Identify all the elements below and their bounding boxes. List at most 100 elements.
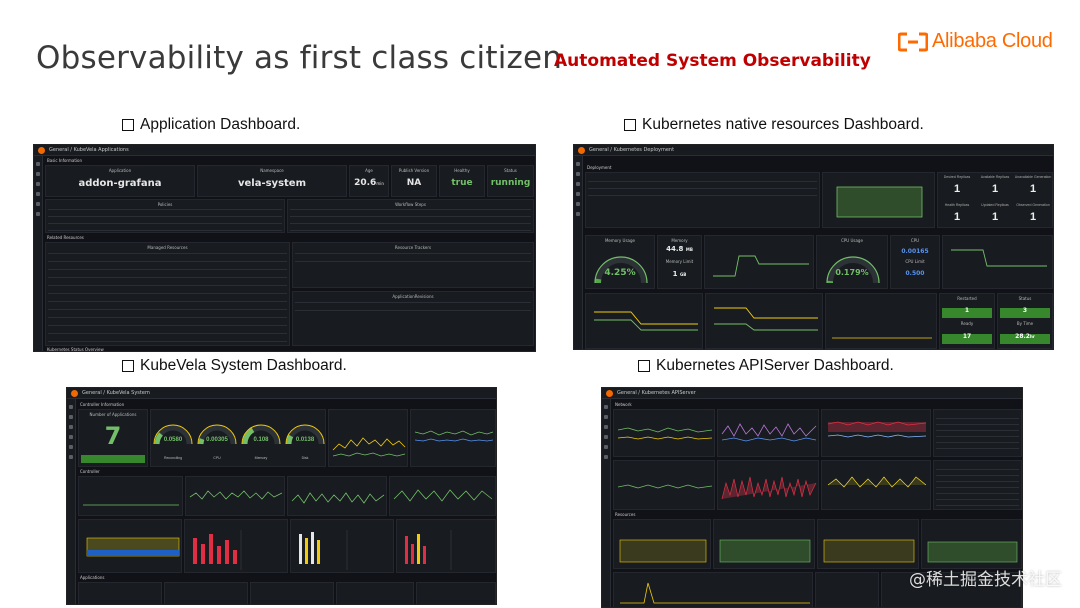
kubevela-dashboard-screenshot: General / KubeVela System Controller Inf…	[66, 387, 497, 605]
workqueue-depth-chart	[393, 489, 493, 502]
section-status-overview: Kubernetes Status Overview	[47, 347, 104, 352]
stat-label: Namespace	[260, 168, 284, 173]
dashboard-topbar: General / KubeVela System	[67, 388, 496, 399]
stat-value: 1	[964, 307, 970, 314]
apiserver-requests-panel	[821, 409, 931, 457]
dashboard-topbar: General / Kubernetes APIServer	[602, 388, 1022, 399]
bottom-panel-3	[881, 572, 1022, 607]
stat-label: Application	[108, 168, 132, 173]
replicas-chart	[836, 186, 923, 218]
deployment-info-table	[585, 172, 820, 228]
stat-value: 17	[962, 333, 972, 340]
breadcrumb: General / Kubernetes APIServer	[617, 390, 696, 396]
cpu-chart	[619, 539, 707, 563]
memory-usage-panel	[410, 409, 496, 467]
cpu-panel	[613, 519, 711, 569]
stat-panel-namespace: Namespace vela-system	[197, 165, 347, 197]
controller-queue-panel	[78, 476, 183, 516]
checkbox-icon	[122, 360, 134, 372]
apiserver-qps-panel	[613, 409, 715, 457]
gc-chart	[927, 541, 1018, 563]
checkbox-icon	[624, 119, 636, 131]
cpu-chart	[951, 249, 1047, 267]
caption-kubevela-dashboard: KubeVela System Dashboard.	[122, 357, 347, 375]
grafana-logo-icon	[578, 146, 585, 154]
breadcrumb: General / KubeVela Applications	[49, 147, 129, 153]
cpu-usage-panel	[328, 409, 408, 467]
qps-chart	[617, 427, 713, 440]
reconcile-latency-chart	[291, 492, 385, 504]
kubernetes-dashboard-screenshot: General / Kubernetes Deployment Deployme…	[573, 144, 1054, 350]
network-bytes-panel	[705, 293, 823, 349]
cpu-usage-chart	[332, 437, 406, 457]
stat-value: addon-grafana	[78, 178, 162, 189]
caption-app-dashboard: Application Dashboard.	[122, 116, 300, 134]
section-controller: Controller	[80, 469, 100, 474]
caption-label: Application Dashboard.	[140, 116, 301, 133]
goroutines-panel	[817, 519, 919, 569]
logo-text: Alibaba Cloud	[932, 30, 1053, 52]
stat-value: 0.500	[905, 270, 925, 277]
stat-value: 1	[1029, 183, 1037, 195]
section-basic-information: Basic Information	[47, 158, 83, 163]
grafana-logo-icon	[606, 389, 613, 397]
goroutines-chart	[823, 539, 915, 563]
cpu-usage-gauge: CPU Usage 0.179%	[816, 235, 888, 289]
dashboard-topbar: General / KubeVela Applications	[34, 145, 535, 156]
section-resources: Resources	[615, 512, 636, 517]
network-timeseries-panel	[585, 293, 703, 349]
stat-value: 1 GB	[672, 270, 687, 278]
breadcrumb: General / KubeVela System	[82, 390, 150, 396]
bottom-panel-2	[815, 572, 879, 607]
stat-value: running	[490, 178, 531, 188]
workqueue-depth-panel	[389, 476, 496, 516]
section-deployment: Deployment	[587, 165, 612, 170]
table-application-revisions: ApplicationRevisions	[292, 291, 534, 346]
stat-label: Status	[504, 168, 517, 173]
apiserver-latency-panel	[717, 409, 819, 457]
stat-panel-application: Application addon-grafana	[45, 165, 195, 197]
application-dashboard-screenshot: General / KubeVela Applications Basic In…	[33, 144, 536, 352]
replicas-timeseries-panel	[822, 172, 935, 228]
memory-usage-gauge: Memory Usage 4.25%	[585, 235, 655, 289]
grafana-logo-icon	[38, 146, 45, 154]
legend-panel	[933, 409, 1022, 457]
stat-value: 44.8 MB	[666, 245, 693, 253]
slide-title: Observability as first class citizen	[36, 40, 563, 76]
stat-panel-status: Status running	[487, 165, 534, 197]
reconcile-latency-panel	[287, 476, 387, 516]
grafana-logo-icon	[71, 389, 78, 397]
caption-k8s-dashboard: Kubernetes native resources Dashboard.	[624, 116, 924, 134]
stat-label: Healthy	[454, 168, 470, 173]
stat-value: 3	[1022, 307, 1028, 314]
grafana-sidebar	[67, 399, 76, 604]
gauge-value: 0.00305	[206, 437, 228, 443]
controller-gauges-panel: 0.0580 0.00305 0.108 0.0138 Reconciling …	[150, 409, 326, 467]
stat-value: 1	[991, 183, 999, 195]
app-reconcile-panel	[78, 519, 182, 573]
stat-panel-publish-version: Publish Version NA	[391, 165, 437, 197]
apps-panel-5	[416, 582, 496, 604]
table-policies: Policies	[45, 199, 285, 233]
apps-panel-1	[78, 582, 162, 604]
cpu-stat-panel: CPU 0.00165 CPU Limit 0.500	[890, 235, 940, 289]
table-managed-resources: Managed Resources	[45, 242, 290, 346]
appfile-reconcile-panel	[290, 519, 394, 573]
stat-label: Age	[365, 168, 373, 173]
grafana-sidebar	[602, 399, 611, 607]
apiserver-workqueue-panel	[821, 460, 931, 510]
requests-chart	[827, 421, 927, 438]
legend-panel-2	[933, 460, 1022, 510]
apiserver-dashboard-screenshot: General / Kubernetes APIServer Network	[601, 387, 1023, 608]
section-related-resources: Related Resources	[47, 235, 84, 240]
grafana-sidebar	[574, 156, 583, 349]
bottom-chart-1	[620, 582, 810, 604]
memory-timeseries-panel	[704, 235, 814, 289]
table-workflow-steps: Workflow Steps	[287, 199, 534, 233]
memory-stat-panel: Memory 44.8 MB Memory Limit 1 GB	[657, 235, 702, 289]
pod-restart-panel: Restarted 1 Ready 17	[939, 293, 995, 349]
memory-chart	[719, 539, 811, 563]
filesystem-chart	[832, 337, 932, 339]
apiserver-inflight-panel	[613, 460, 715, 510]
network-chart	[594, 311, 698, 331]
